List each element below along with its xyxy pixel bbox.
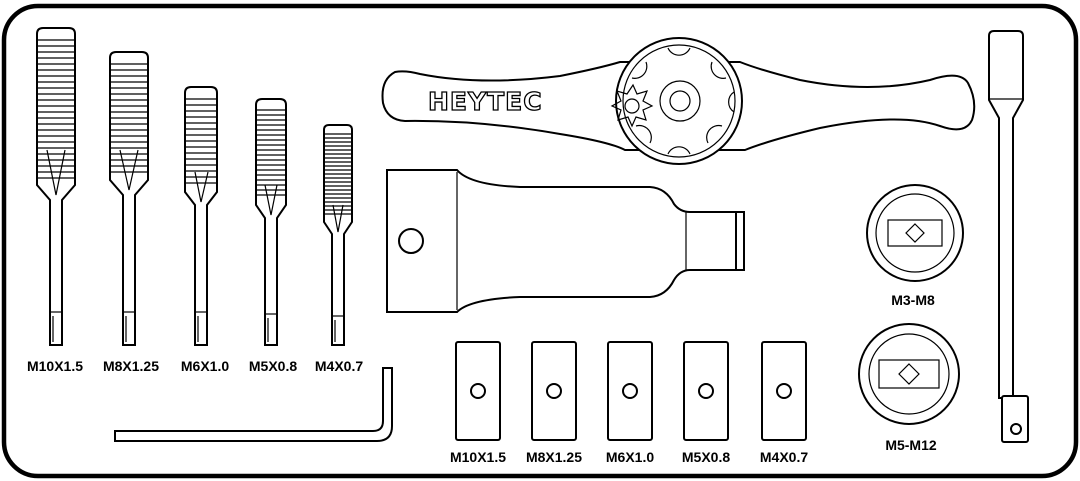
die-m6 — [607, 341, 653, 441]
tap-m6-thread — [185, 98, 217, 184]
tap-label-m10: M10X1.5 — [27, 358, 83, 374]
socket-label-small: M3-M8 — [891, 292, 935, 308]
tap-m4-thread — [324, 133, 352, 215]
wrench-star-socket — [610, 83, 654, 128]
tap-m8 — [109, 51, 149, 346]
brand-logo-text: HEYTEC — [428, 87, 543, 116]
socket-label-large: M5-M12 — [885, 437, 937, 453]
tap-m10-thread — [37, 39, 75, 179]
tap-label-m5: M5X0.8 — [249, 358, 297, 374]
die-m10 — [455, 341, 501, 441]
tap-m4 — [323, 124, 353, 346]
tap-m10 — [36, 27, 76, 346]
die-label-m4: M4X0.7 — [760, 449, 808, 465]
die-holder-adapter — [386, 169, 745, 313]
die-m5 — [683, 341, 729, 441]
die-label-m8: M8X1.25 — [526, 449, 582, 465]
tap-label-m4: M4X0.7 — [315, 358, 363, 374]
die-label-m5: M5X0.8 — [682, 449, 730, 465]
tap-wrench: HEYTEC — [381, 37, 976, 165]
tap-m5 — [255, 98, 287, 346]
wrench-hub-scallops — [631, 47, 735, 155]
extension-bar — [988, 30, 1029, 443]
tap-m5-thread — [256, 109, 286, 196]
die-label-m6: M6X1.0 — [606, 449, 654, 465]
die-m4 — [761, 341, 807, 441]
tap-label-m8: M8X1.25 — [103, 358, 159, 374]
tap-label-m6: M6X1.0 — [181, 358, 229, 374]
tap-m8-thread — [110, 63, 148, 173]
die-m8 — [531, 341, 577, 441]
socket-large — [858, 323, 960, 425]
die-label-m10: M10X1.5 — [450, 449, 506, 465]
tap-m6 — [184, 86, 218, 346]
socket-small — [866, 184, 964, 282]
hex-key — [114, 367, 393, 442]
